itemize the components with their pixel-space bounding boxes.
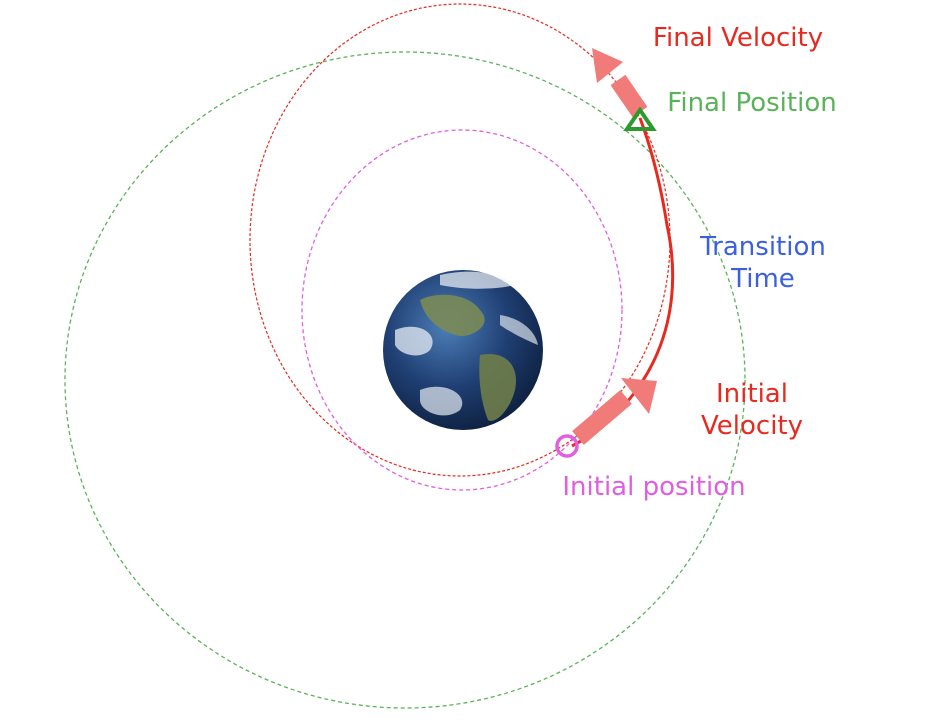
- initial-velocity-label-line1: Initial: [716, 379, 788, 409]
- initial-orbit: [301, 129, 623, 491]
- final-orbit: [64, 51, 746, 709]
- earth-icon: [383, 270, 543, 430]
- initial-velocity-arrow: [572, 378, 657, 445]
- initial-velocity-label-line2: Velocity: [701, 411, 803, 441]
- circle-marker-icon: [555, 434, 579, 458]
- final-position-label: Final Position: [667, 88, 836, 118]
- triangle-marker-icon: [623, 106, 657, 131]
- initial-position-label: Initial position: [562, 472, 745, 502]
- final-velocity-label: Final Velocity: [653, 23, 823, 53]
- final-velocity-arrow: [592, 48, 648, 118]
- transition-time-label-line2: Time: [730, 264, 795, 294]
- transition-time-label-line1: Transition: [699, 232, 826, 262]
